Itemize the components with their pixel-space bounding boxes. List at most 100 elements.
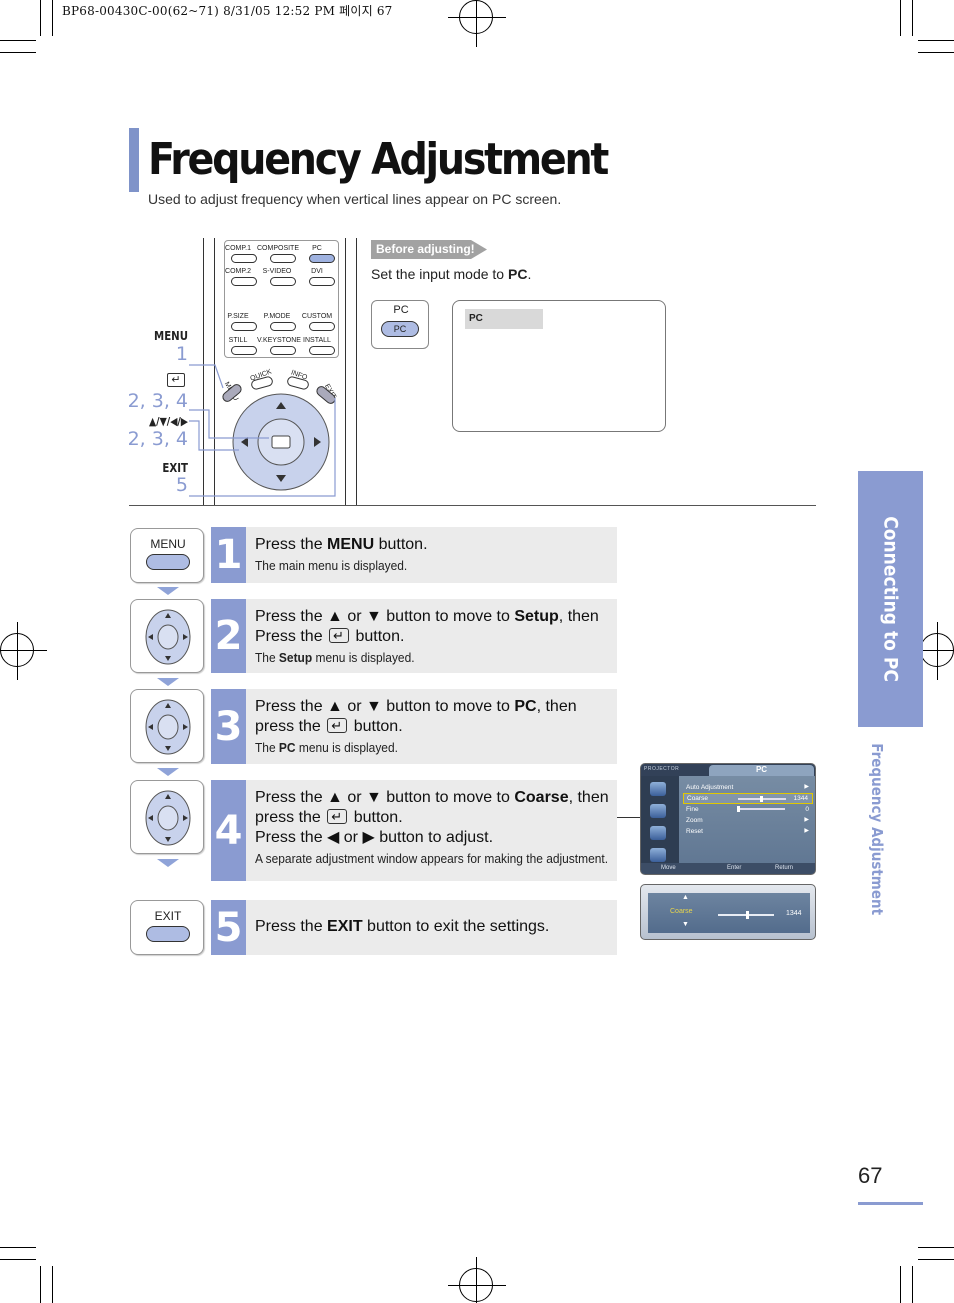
step-note: A separate adjustment window appears for… xyxy=(255,851,609,866)
step-note: The Setup menu is displayed. xyxy=(255,650,415,665)
section-divider xyxy=(129,505,816,506)
osd-tab-pc[interactable]: PC xyxy=(709,765,814,776)
step-number: 4 xyxy=(211,780,246,881)
osd-item-reset[interactable]: Reset▶ xyxy=(686,828,809,835)
osd-side-icons xyxy=(641,776,679,864)
osd-footer: Move Enter Return xyxy=(641,863,815,874)
step-1: 1 Press the MENU button. The main menu i… xyxy=(211,527,617,583)
menu-button-icon-box: MENU xyxy=(130,528,204,583)
subsection-tab: Frequency Adjustment xyxy=(862,735,892,916)
step-instruction: Press the MENU button. xyxy=(255,536,428,553)
step-note: The PC menu is displayed. xyxy=(255,740,398,755)
print-header: BP68-00430C-00(62~71) 8/31/05 12:52 PM 페… xyxy=(62,4,393,18)
step-number: 3 xyxy=(211,689,246,764)
coarse-adjust-osd: ▲ Coarse ▼ 1344 xyxy=(640,884,816,940)
page-number: 67 xyxy=(858,1163,883,1188)
composite-button[interactable] xyxy=(270,254,296,263)
flow-arrow-icon xyxy=(157,768,179,776)
osd-item-zoom[interactable]: Zoom▶ xyxy=(686,817,809,824)
adjust-label: Coarse xyxy=(670,908,693,915)
comp1-label: COMP.1 xyxy=(225,245,251,252)
enter-icon xyxy=(329,626,350,646)
install-label: INSTALL xyxy=(303,337,331,344)
input-icon[interactable] xyxy=(650,782,666,796)
pc-button[interactable] xyxy=(309,254,335,263)
exit-icon-label: EXIT xyxy=(154,909,182,923)
set-input-text: Set the input mode to PC. xyxy=(371,266,531,282)
section-tab: Connecting to PC xyxy=(858,471,923,727)
step-instruction: Press the ▲ or ▼ button to move to Setup… xyxy=(255,607,613,647)
page-number-rule xyxy=(858,1202,923,1205)
adjust-value: 1344 xyxy=(786,910,802,917)
down-arrow-icon: ▼ xyxy=(682,921,689,928)
source-button-panel: COMP.1 COMPOSITE PC COMP.2 S-VIDEO DVI P… xyxy=(224,240,339,358)
enter-key-callout: ↵ xyxy=(167,373,185,387)
adjust-slider[interactable] xyxy=(718,911,774,919)
option-icon[interactable] xyxy=(650,848,666,862)
remote-diagram: COMP.1 COMPOSITE PC COMP.2 S-VIDEO DVI P… xyxy=(129,238,359,506)
svideo-label: S-VIDEO xyxy=(262,268,292,275)
osd-enter-hint: Enter xyxy=(727,865,742,871)
page-title: Frequency Adjustment xyxy=(148,134,609,185)
flow-arrow-icon xyxy=(157,859,179,867)
dvi-button[interactable] xyxy=(309,277,335,286)
psize-label: P.SIZE xyxy=(227,313,249,320)
osd-callout-line xyxy=(617,817,640,818)
osd-brand: PROJECTOR xyxy=(644,766,680,772)
step-2: 2 Press the ▲ or ▼ button to move to Set… xyxy=(211,599,617,673)
step-instruction: Press the ▲ or ▼ button to move to Coars… xyxy=(255,788,613,848)
pc-label: PC xyxy=(312,245,322,252)
svideo-button[interactable] xyxy=(270,277,296,286)
exit-icon xyxy=(146,926,190,942)
still-button[interactable] xyxy=(231,346,257,355)
step-instruction: Press the ▲ or ▼ button to move to PC, t… xyxy=(255,697,613,737)
direction-pad[interactable] xyxy=(229,390,333,494)
picture-icon[interactable] xyxy=(650,804,666,818)
exit-step-callout: 5 xyxy=(175,474,188,496)
menu-icon-label: MENU xyxy=(150,537,186,551)
install-button[interactable] xyxy=(309,346,335,355)
enter-step-callout: 2, 3, 4 xyxy=(127,390,188,412)
coarse-slider[interactable] xyxy=(738,796,786,802)
menu-icon xyxy=(146,554,190,570)
callout-lines xyxy=(189,364,336,497)
before-adjusting-badge: Before adjusting! xyxy=(371,240,487,259)
fine-slider[interactable] xyxy=(737,806,785,812)
composite-label: COMPOSITE xyxy=(257,245,300,252)
pc-screen-label: PC xyxy=(465,309,543,329)
custom-button[interactable] xyxy=(309,322,335,331)
still-label: STILL xyxy=(228,337,248,344)
flow-arrow-icon xyxy=(157,587,179,595)
step-5: 5 Press the EXIT button to exit the sett… xyxy=(211,900,617,955)
arrow-step-callout: 2, 3, 4 xyxy=(127,428,188,450)
set-input-suffix: . xyxy=(527,266,532,282)
dpad-icon xyxy=(145,609,191,665)
dpad-icon xyxy=(145,699,191,755)
enter-icon xyxy=(327,807,348,827)
title-accent-bar xyxy=(129,128,139,192)
vkeystone-label: V.KEYSTONE xyxy=(257,337,301,344)
comp1-button[interactable] xyxy=(231,254,257,263)
step-instruction: Press the EXIT button to exit the settin… xyxy=(255,918,550,935)
step-number: 1 xyxy=(211,527,246,583)
osd-item-auto-adjustment[interactable]: Auto Adjustment▶ xyxy=(686,784,809,791)
exit-key-callout: EXIT xyxy=(162,461,188,475)
pc-button-face[interactable]: PC xyxy=(381,321,419,337)
menu-step-callout: 1 xyxy=(175,343,188,365)
comp2-button[interactable] xyxy=(231,277,257,286)
pmode-button[interactable] xyxy=(270,322,296,331)
setup-icon[interactable] xyxy=(650,826,666,840)
vkeystone-button[interactable] xyxy=(270,346,296,355)
custom-label: CUSTOM xyxy=(301,313,333,320)
osd-return-hint: Return xyxy=(775,865,794,871)
flow-arrow-icon xyxy=(157,678,179,686)
pmode-label: P.MODE xyxy=(263,313,291,320)
psize-button[interactable] xyxy=(231,322,257,331)
subsection-tab-label: Frequency Adjustment xyxy=(868,743,886,916)
pc-screen-illustration: PC xyxy=(452,300,666,432)
dpad-icon-box xyxy=(130,780,204,854)
